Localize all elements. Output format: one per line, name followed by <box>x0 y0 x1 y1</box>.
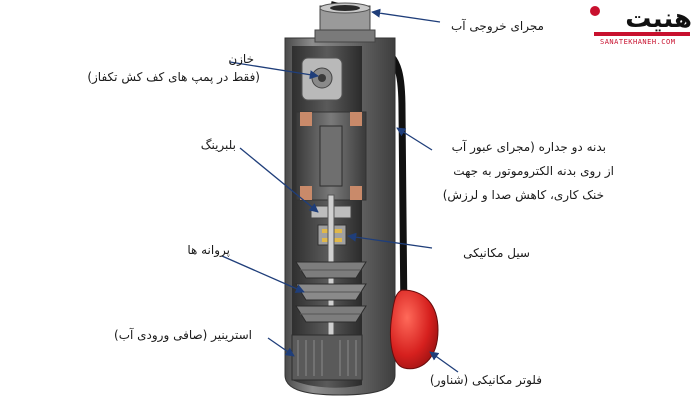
label-capacitor-title: خازن <box>228 50 254 68</box>
brand-logo: هنیت SANATEKHANEH.COM <box>586 4 696 50</box>
impellers <box>296 262 366 322</box>
label-double-wall-1: بدنه دو جداره (مجرای عبور آب <box>452 138 606 156</box>
capacitor <box>302 58 342 100</box>
logo-dot <box>590 6 600 16</box>
float-switch <box>391 290 439 369</box>
logo-bar <box>594 32 690 36</box>
label-double-wall-3: خنک کاری، کاهش صدا و لرزش) <box>443 186 604 204</box>
stator <box>296 112 366 200</box>
arrow-float <box>430 352 458 372</box>
arrow-outlet <box>372 12 440 22</box>
label-bearing: بلبرینگ <box>201 136 236 154</box>
label-strainer: استرینیر (صافی ورودی آب) <box>114 326 252 344</box>
logo-subtitle: SANATEKHANEH.COM <box>600 38 675 46</box>
logo-text: هنیت <box>625 4 692 34</box>
label-mech-seal: سیل مکانیکی <box>463 244 530 262</box>
label-capacitor-note: (فقط در پمپ های کف کش تکفاز) <box>87 68 260 86</box>
label-double-wall-2: از روی بدنه الکتروموتور به جهت <box>453 162 614 180</box>
label-outlet: مجرای خروجی آب <box>451 17 544 35</box>
label-float: فلوتر مکانیکی (شناور) <box>430 371 542 389</box>
strainer <box>292 335 362 380</box>
label-impellers: پروانه ها <box>187 241 230 259</box>
